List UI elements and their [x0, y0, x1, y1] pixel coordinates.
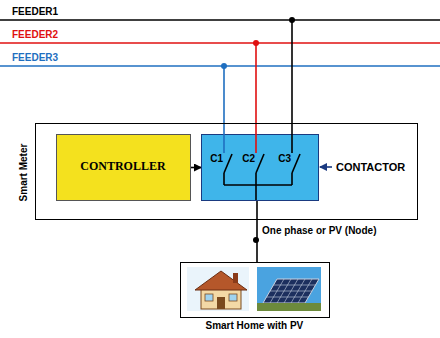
- door: [217, 297, 225, 309]
- pv-panel: [263, 279, 319, 303]
- home-pv-illustration: [181, 263, 327, 315]
- pv-grid: [284, 279, 298, 303]
- chimney: [233, 273, 238, 283]
- contactor-box: C1 C2 C3: [201, 134, 319, 201]
- node-text: C2: [242, 153, 255, 164]
- switch-blade: [292, 154, 300, 173]
- node-label: One phase or PV (Node): [262, 225, 376, 236]
- junction-dot: [221, 63, 227, 69]
- feeder-line: [0, 65, 440, 67]
- node-text: C1: [210, 153, 223, 164]
- node-text: C3: [278, 153, 291, 164]
- feeder-label: FEEDER3: [12, 52, 58, 63]
- house-roof: [195, 271, 247, 290]
- wire: [292, 173, 294, 185]
- pv-grid: [291, 279, 305, 303]
- wire: [256, 173, 258, 185]
- junction-dot: [289, 17, 295, 23]
- window: [229, 294, 237, 301]
- pv-grid: [298, 279, 312, 303]
- wire: [292, 133, 294, 153]
- pv-grid: [270, 279, 284, 303]
- node-text: CONTROLLER: [80, 159, 165, 174]
- node-text: Smart Home with PV: [205, 320, 303, 331]
- ground: [257, 303, 321, 311]
- connector: [191, 167, 201, 169]
- sky: [187, 267, 249, 311]
- sky: [257, 267, 321, 311]
- leader-arrow: [320, 166, 332, 168]
- bus-bar: [224, 185, 292, 187]
- meter-heading: Smart Meter: [19, 144, 30, 202]
- junction-dot: [253, 237, 259, 243]
- pv-grid: [277, 279, 291, 303]
- window: [205, 294, 213, 301]
- feeder-tap: [291, 20, 293, 133]
- wire: [224, 173, 226, 185]
- feeder-line: [0, 19, 440, 21]
- feeder-label: FEEDER1: [12, 6, 58, 17]
- connector: [256, 201, 258, 262]
- switch-symbols: [200, 133, 318, 200]
- wire: [256, 133, 258, 153]
- feeder-line: [0, 42, 440, 44]
- wire: [256, 185, 258, 200]
- smart-home-box: Smart Home with PV: [180, 262, 330, 318]
- switch-blade: [224, 154, 232, 173]
- part-label: CONTACTOR: [336, 161, 405, 173]
- controller-box: CONTROLLER: [56, 134, 191, 201]
- switch-blade: [256, 154, 264, 173]
- feeder-label: FEEDER2: [12, 29, 58, 40]
- junction-dot: [253, 40, 259, 46]
- feeder-tap: [255, 43, 257, 133]
- wire: [224, 133, 226, 153]
- house-wall: [201, 289, 241, 309]
